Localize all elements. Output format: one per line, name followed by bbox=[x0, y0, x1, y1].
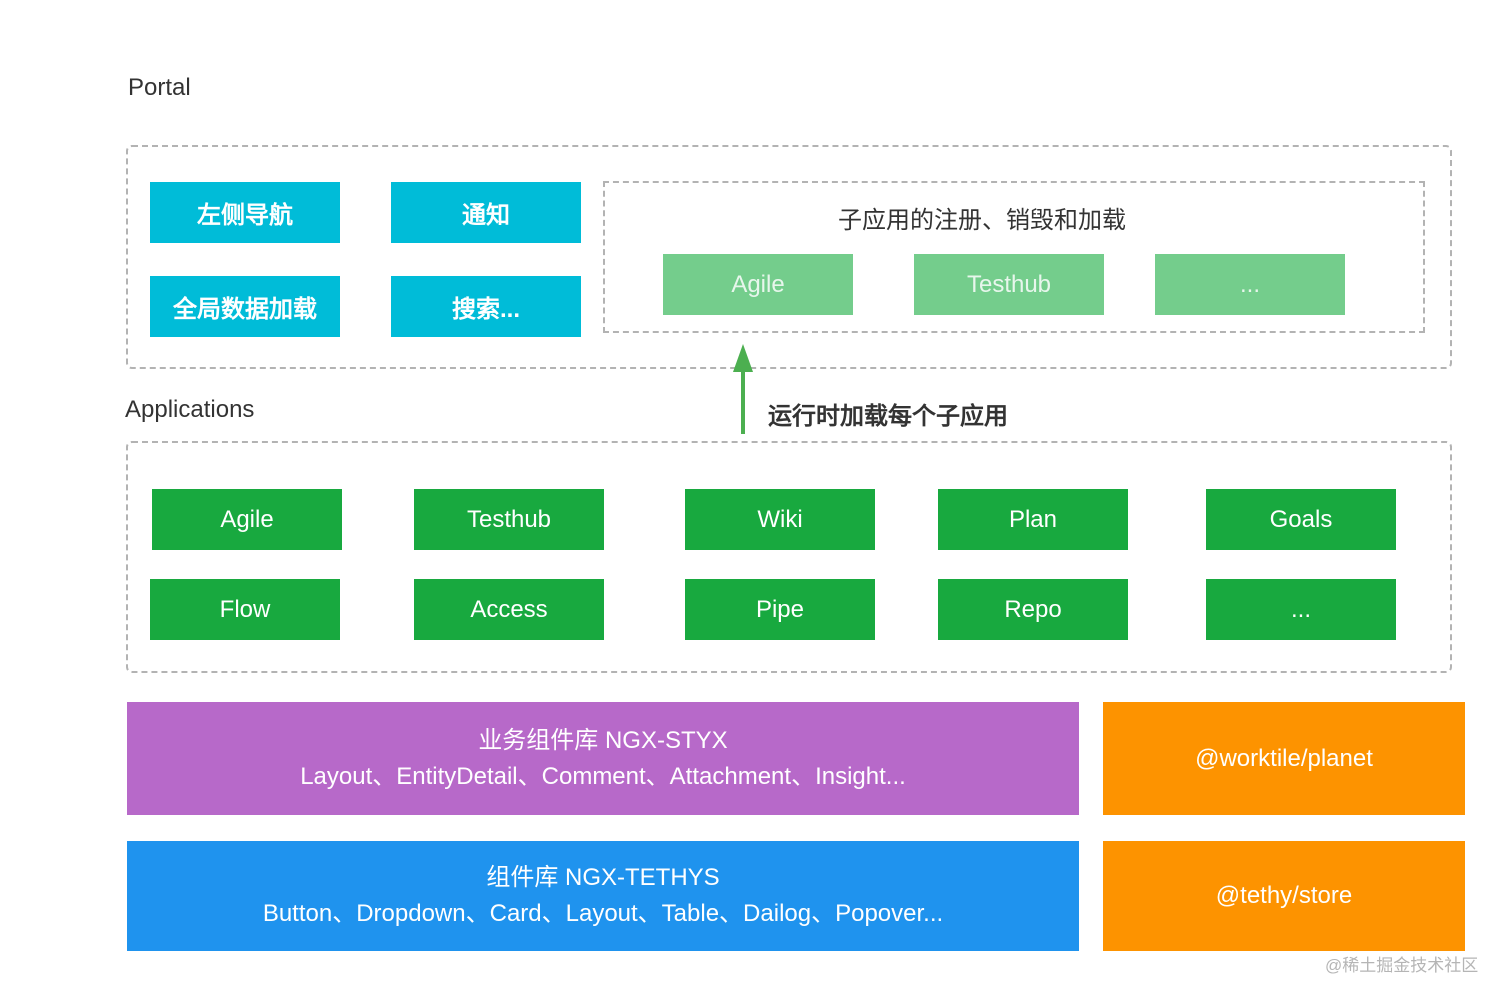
global-data-loading-box: 全局数据加载 bbox=[150, 276, 340, 337]
applications-container bbox=[126, 441, 1452, 673]
styx-library-items: Layout、EntityDetail、Comment、Attachment、I… bbox=[300, 762, 906, 790]
notification-box: 通知 bbox=[391, 182, 581, 243]
planet-package-box: @worktile/planet bbox=[1103, 702, 1465, 815]
search-box: 搜索... bbox=[391, 276, 581, 337]
app-access: Access bbox=[414, 579, 604, 640]
app-agile: Agile bbox=[152, 489, 342, 550]
tethys-library-title: 组件库 NGX-TETHYS bbox=[486, 864, 720, 891]
registry-title: 子应用的注册、销毁和加载 bbox=[838, 207, 1126, 234]
registry-app-testhub: Testhub bbox=[914, 254, 1104, 315]
app-more: ... bbox=[1206, 579, 1396, 640]
app-pipe: Pipe bbox=[685, 579, 875, 640]
registry-app-agile: Agile bbox=[663, 254, 853, 315]
applications-label: Applications bbox=[125, 396, 255, 423]
styx-library-box: 业务组件库 NGX-STYX Layout、EntityDetail、Comme… bbox=[127, 702, 1079, 815]
runtime-load-label: 运行时加载每个子应用 bbox=[768, 403, 1008, 430]
app-repo: Repo bbox=[938, 579, 1128, 640]
app-plan: Plan bbox=[938, 489, 1128, 550]
tethys-library-items: Button、Dropdown、Card、Layout、Table、Dailog… bbox=[262, 900, 944, 927]
portal-label: Portal bbox=[128, 74, 191, 101]
watermark: @稀土掘金技术社区 bbox=[1325, 956, 1479, 975]
app-testhub: Testhub bbox=[414, 489, 604, 550]
left-nav-box: 左侧导航 bbox=[150, 182, 340, 243]
registry-container bbox=[603, 181, 1425, 333]
runtime-load-arrow bbox=[733, 344, 753, 434]
styx-library-title: 业务组件库 NGX-STYX bbox=[478, 726, 728, 754]
app-wiki: Wiki bbox=[685, 489, 875, 550]
registry-app-more: ... bbox=[1155, 254, 1345, 315]
portal-container bbox=[126, 145, 1452, 369]
app-goals: Goals bbox=[1206, 489, 1396, 550]
tethys-library-box: 组件库 NGX-TETHYS Button、Dropdown、Card、Layo… bbox=[127, 841, 1079, 951]
store-package-box: @tethy/store bbox=[1103, 841, 1465, 951]
app-flow: Flow bbox=[150, 579, 340, 640]
